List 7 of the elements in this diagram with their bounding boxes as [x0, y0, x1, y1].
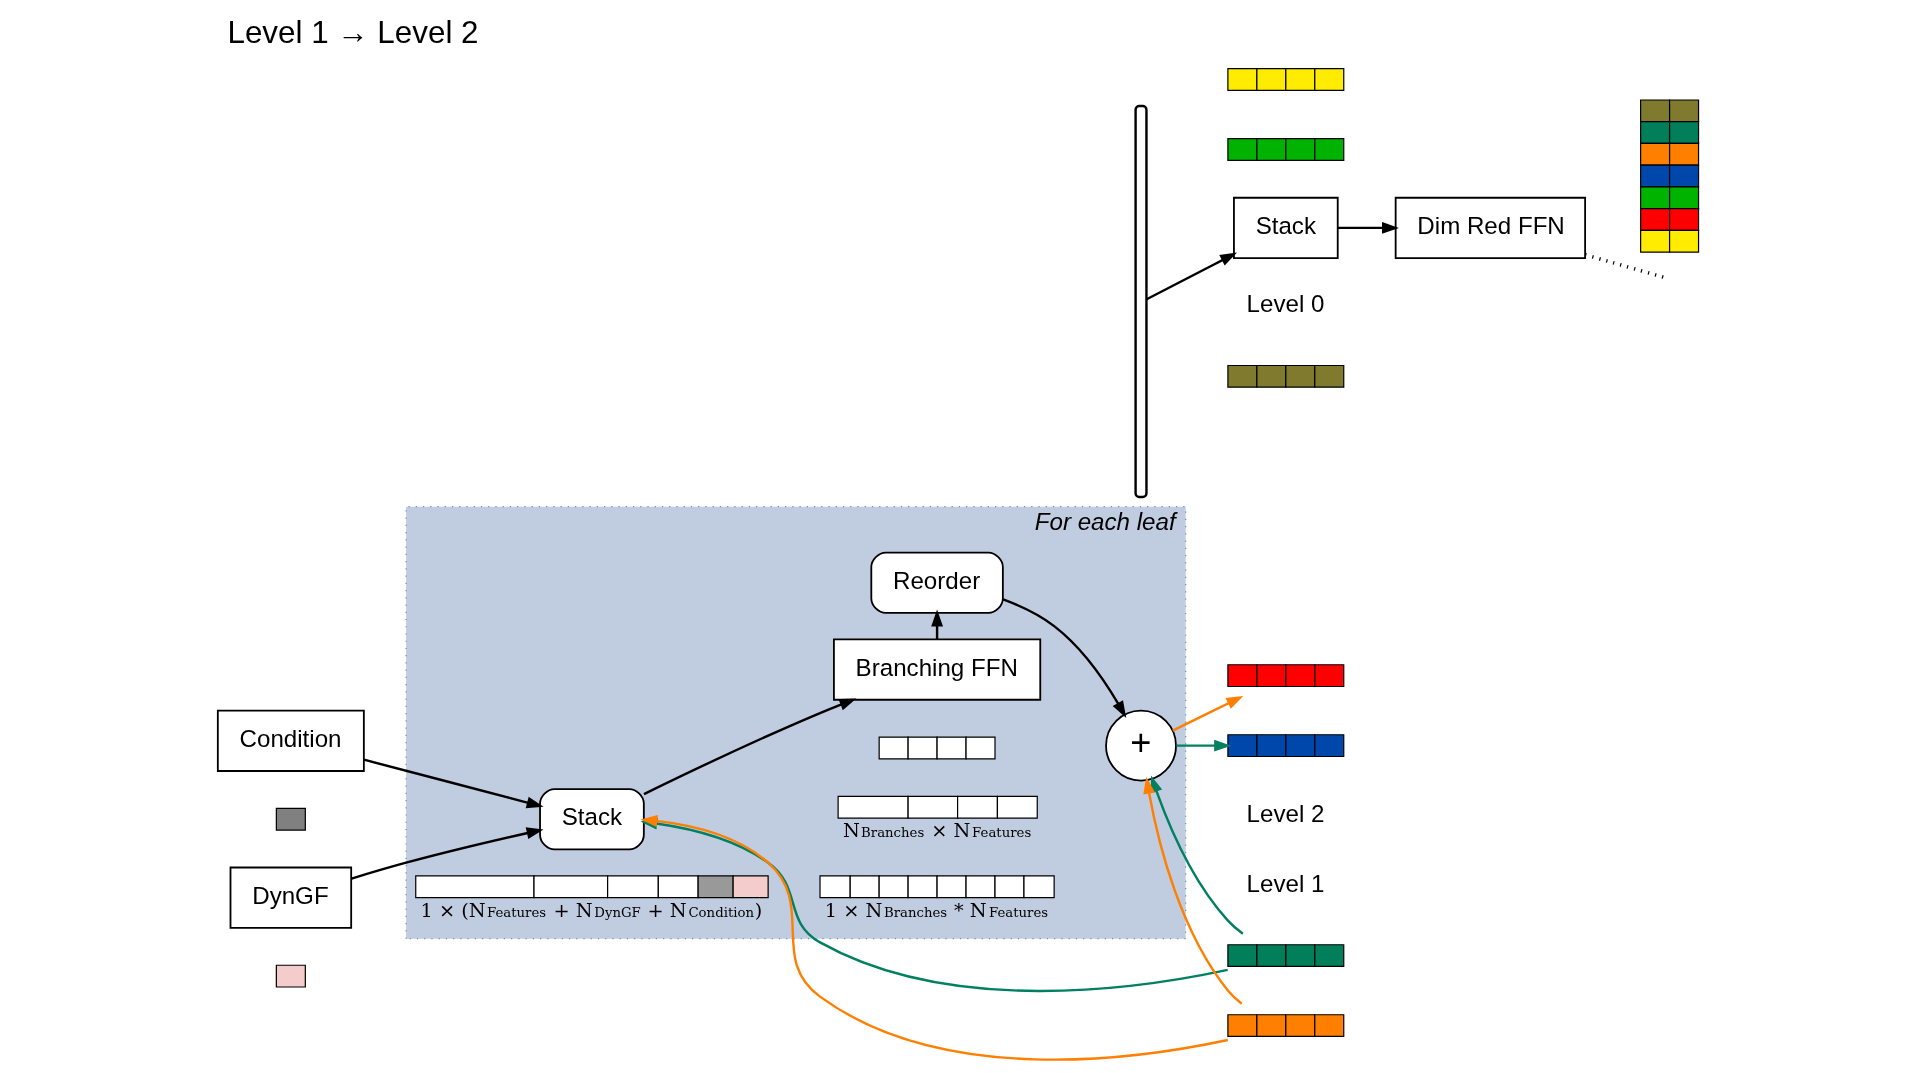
- node-label: 1 × NBranches * NFeatures: [824, 898, 1049, 922]
- node-label: 1 × (NFeatures + NDynGF + NCondition): [420, 898, 763, 922]
- label: Level 1: [1246, 869, 1325, 897]
- label: Level 0: [1246, 290, 1325, 318]
- node-label: NBranches × NFeatures: [842, 819, 1032, 843]
- label: Level 2: [1246, 799, 1325, 827]
- diagram-title: Level 1 → Level 2: [227, 15, 479, 51]
